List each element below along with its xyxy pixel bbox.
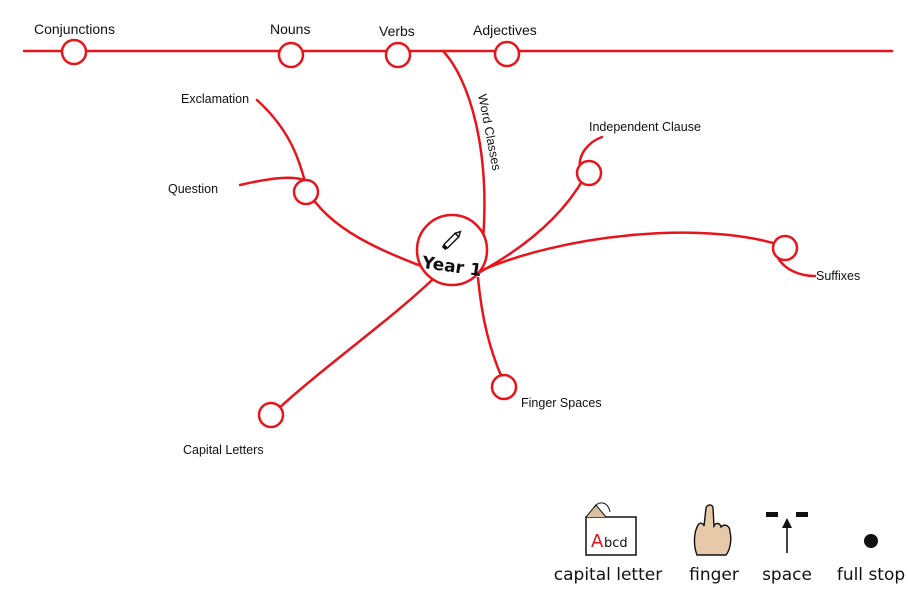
node-finger-spaces[interactable]	[490, 373, 518, 401]
finger-icon	[693, 504, 732, 556]
finger-spaces-branch	[476, 276, 504, 380]
label-word-classes: Word Classes	[475, 93, 504, 172]
node-independent-clause[interactable]	[575, 159, 603, 187]
label-finger-spaces: Finger Spaces	[521, 396, 602, 410]
center-circle	[415, 213, 489, 287]
label-capital-letters: Capital Letters	[183, 443, 264, 457]
suffixes-branch	[476, 231, 782, 274]
node-adjectives[interactable]	[493, 40, 521, 68]
word-classes-branch	[441, 49, 486, 242]
node-verbs[interactable]	[384, 41, 412, 69]
suffixes-tail	[776, 256, 817, 278]
full-stop-icon	[864, 534, 878, 548]
key-label-space: space	[762, 565, 812, 585]
label-adjectives: Adjectives	[473, 22, 537, 38]
node-conjunctions[interactable]	[60, 38, 88, 66]
label-nouns: Nouns	[270, 21, 310, 37]
label-verbs: Verbs	[379, 23, 415, 39]
label-conjunctions: Conjunctions	[34, 21, 115, 37]
svg-text:A: A	[591, 531, 604, 552]
space-icon	[766, 512, 808, 553]
svg-text:bcd: bcd	[604, 536, 628, 551]
center-node[interactable]: Year 1	[415, 213, 489, 287]
capital-letter-icon: A bcd	[585, 502, 637, 556]
left-trunk-branch	[305, 188, 428, 270]
capital-letters-branch	[275, 278, 434, 412]
key-label-finger: finger	[689, 565, 739, 585]
node-question[interactable]	[292, 178, 320, 206]
label-question: Question	[168, 182, 218, 196]
node-nouns[interactable]	[277, 41, 305, 69]
exclamation-branch	[255, 98, 309, 192]
key-label-capital-letter: capital letter	[554, 565, 662, 585]
label-suffixes: Suffixes	[816, 269, 860, 283]
timeline-labels: Conjunctions Nouns Verbs Adjectives	[34, 21, 537, 39]
label-exclamation: Exclamation	[181, 92, 249, 106]
key-label-full-stop: full stop	[837, 565, 905, 585]
pencil-icon	[441, 230, 462, 251]
nodes	[60, 38, 799, 429]
node-capital-letters[interactable]	[257, 401, 285, 429]
symbol-key: A bcd capital letter finger space full s…	[554, 502, 905, 585]
node-suffixes[interactable]	[771, 234, 799, 262]
label-independent-clause: Independent Clause	[589, 120, 701, 134]
connectors	[22, 49, 894, 412]
independent-clause-branch	[478, 176, 586, 274]
